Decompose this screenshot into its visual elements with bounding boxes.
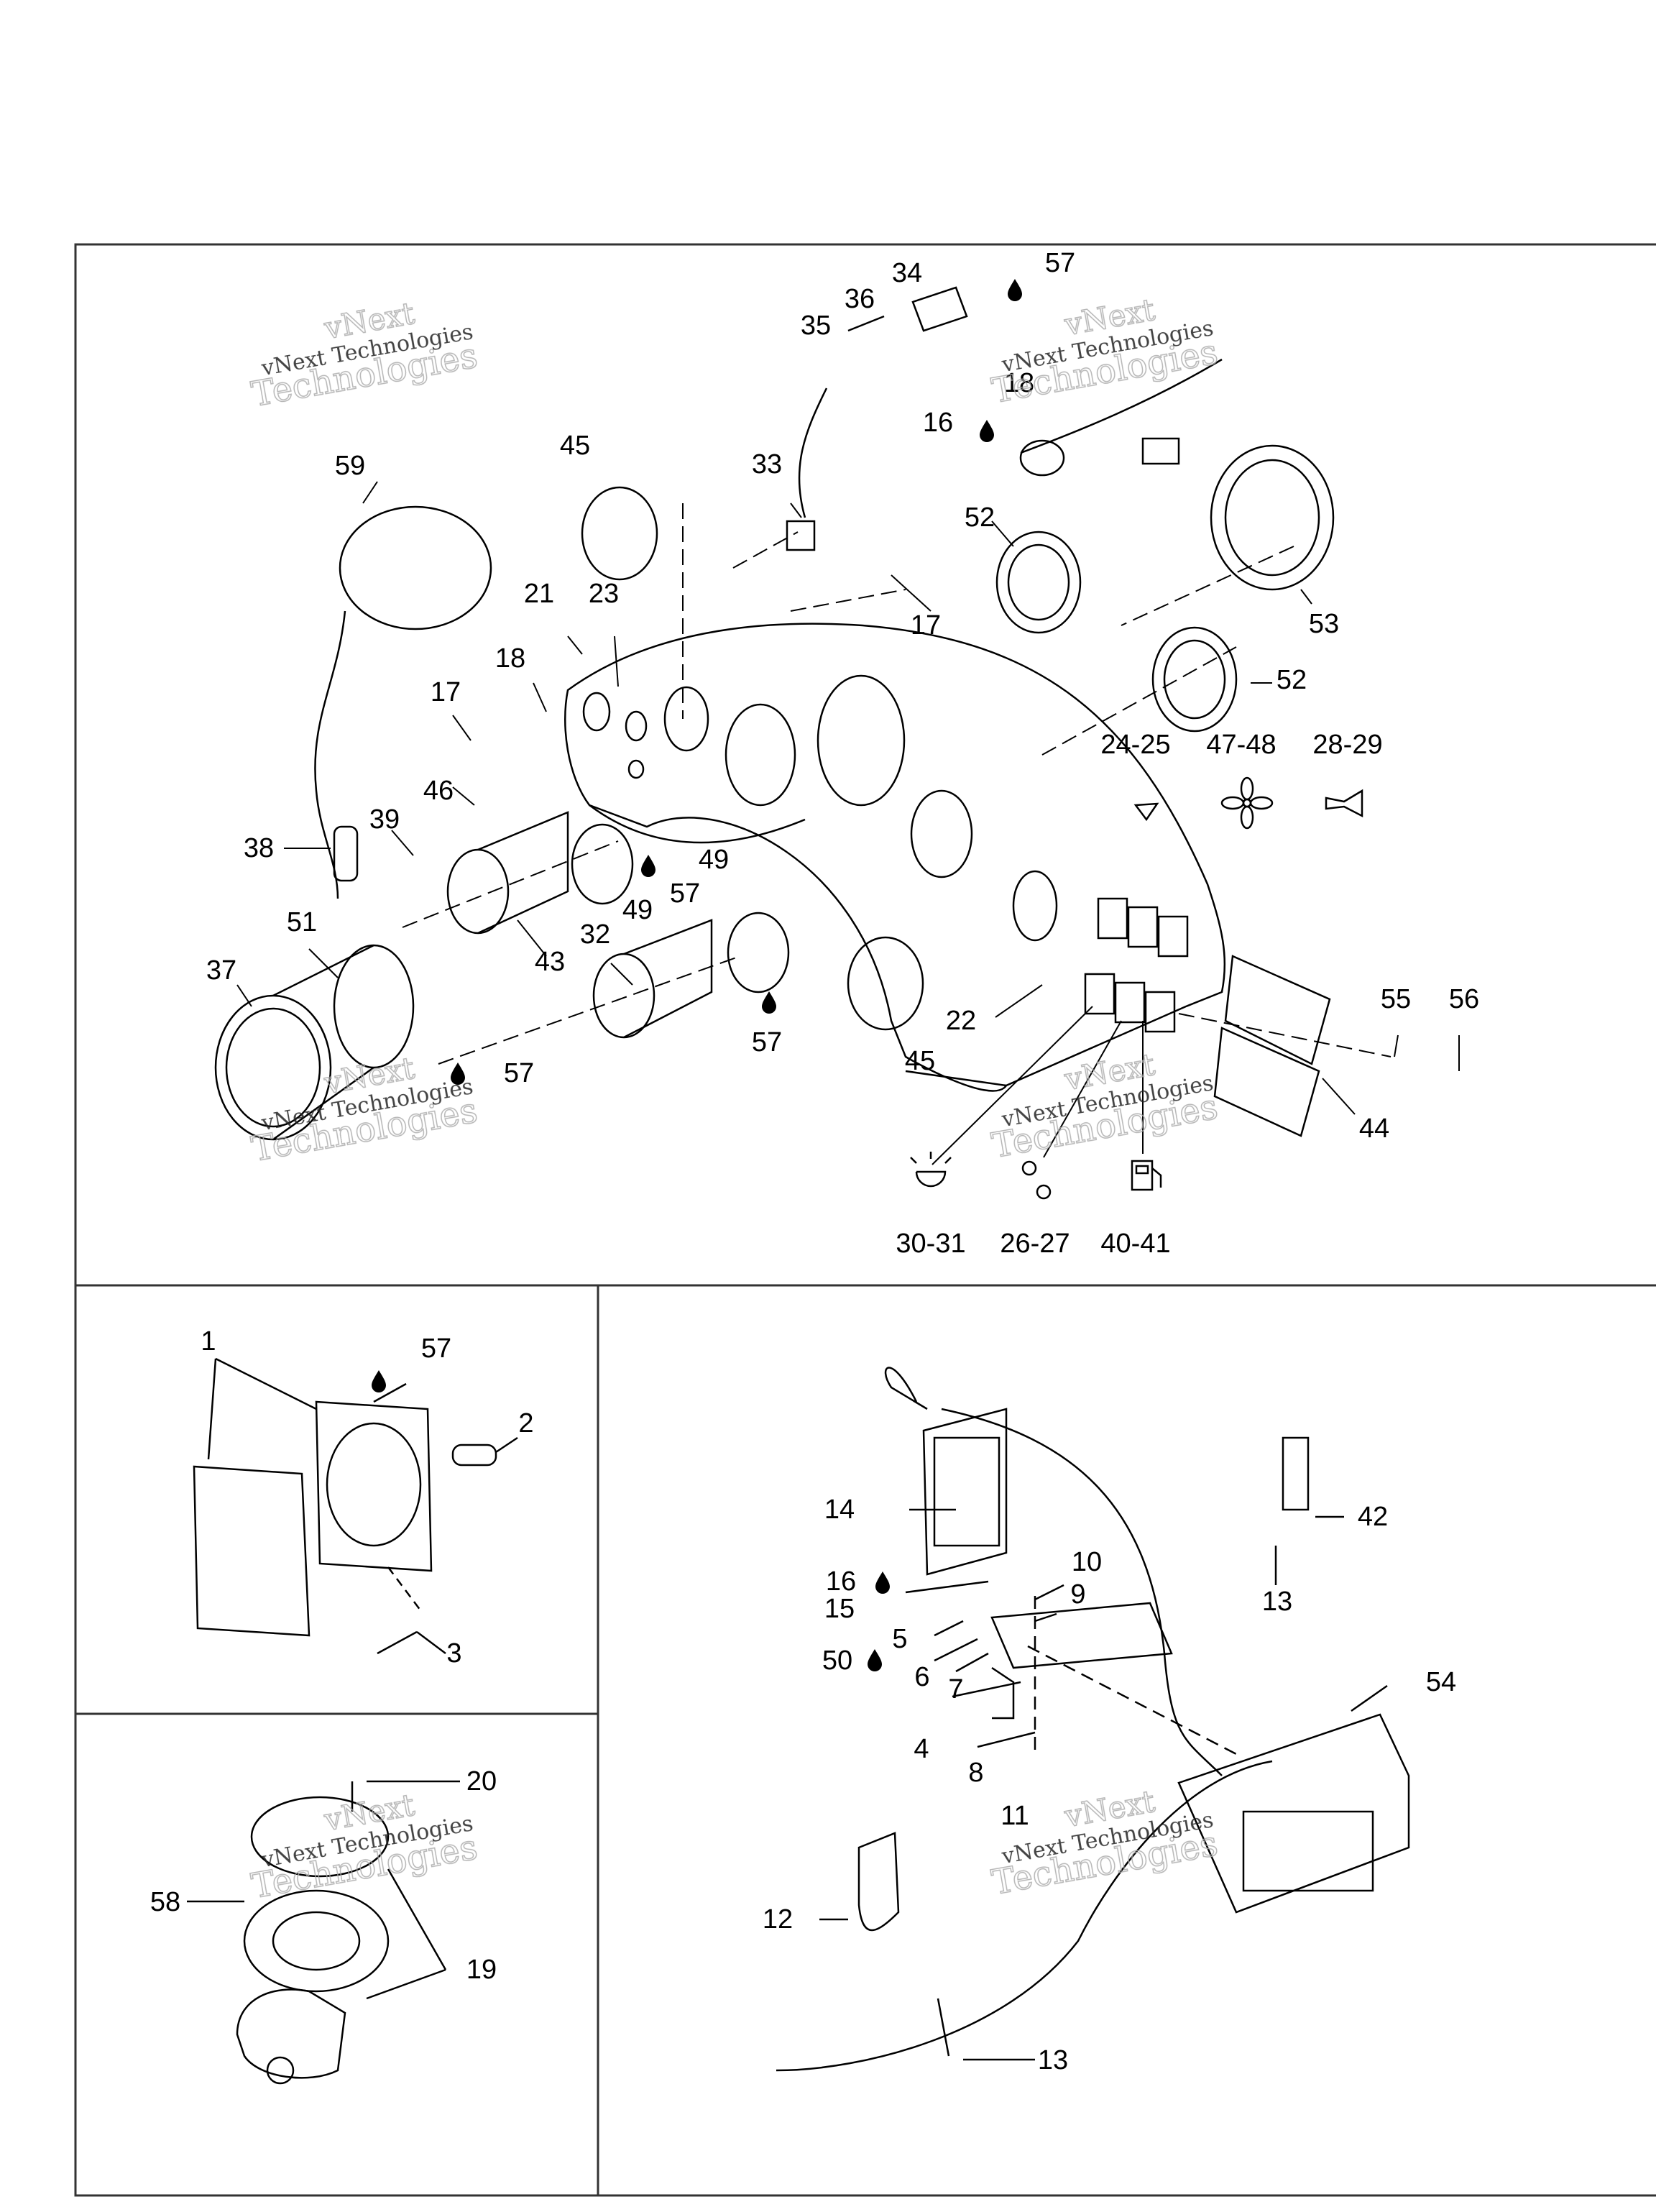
callout-57-bottom: 57 (752, 1027, 782, 1057)
callout-16-radio: 16 (826, 1566, 856, 1597)
callout-58: 58 (150, 1887, 180, 1917)
watermark: vNext vNext Technologies Technologies (988, 291, 1221, 412)
watermark: vNext vNext Technologies Technologies (988, 1783, 1221, 1904)
callout-13-top: 13 (1262, 1587, 1292, 1617)
callout-32: 32 (580, 919, 610, 950)
callout-20: 20 (466, 1766, 497, 1796)
callout-46: 46 (423, 776, 454, 806)
callout-39: 39 (369, 804, 400, 835)
callout-51: 51 (287, 907, 317, 937)
callout-52-top: 52 (965, 502, 995, 533)
radio-assembly (776, 1367, 1410, 2072)
fuel-drop-icon (868, 1649, 882, 1671)
fuel-drop-icon (1008, 279, 1022, 301)
callout-2: 2 (518, 1408, 533, 1438)
callout-28-29: 28-29 (1312, 730, 1382, 760)
callout-50: 50 (822, 1646, 852, 1676)
callout-3: 3 (446, 1638, 461, 1669)
callout-18: 18 (1004, 368, 1034, 398)
callout-9: 9 (1070, 1579, 1085, 1610)
callout-labels: 57 36 34 35 18 16 33 59 45 52 53 21 23 1… (150, 248, 1479, 2075)
fuel-drop-icon (372, 1370, 386, 1392)
callout-45-bottom: 45 (905, 1046, 935, 1076)
callout-17-left: 17 (431, 677, 461, 707)
callout-36: 36 (845, 284, 875, 314)
callout-11: 11 (1000, 1801, 1029, 1831)
callout-56: 56 (1449, 984, 1479, 1014)
callout-19: 19 (466, 1955, 497, 1985)
watermark: vNext vNext Technologies Technologies (988, 1046, 1221, 1167)
watermark: vNext vNext Technologies Technologies (248, 1786, 481, 1907)
callout-45-top: 45 (560, 431, 590, 461)
callout-18-left: 18 (495, 643, 525, 674)
tilt-icon (1133, 802, 1159, 822)
callout-24-25: 24-25 (1100, 730, 1170, 760)
callout-57: 57 (1045, 248, 1075, 278)
callout-38: 38 (244, 833, 274, 863)
callout-8: 8 (968, 1758, 983, 1788)
fuel-drop-icon (641, 855, 656, 877)
callout-57-mid: 57 (670, 878, 700, 909)
callout-44: 44 (1359, 1114, 1389, 1144)
fuel-drop-icon (980, 420, 994, 442)
callout-16: 16 (923, 408, 953, 438)
callout-49-lower: 49 (622, 895, 653, 925)
defrost-icon (1021, 1160, 1052, 1200)
callout-57-meter: 57 (421, 1334, 451, 1364)
callout-35: 35 (801, 311, 831, 341)
callout-6: 6 (914, 1662, 929, 1692)
callout-14: 14 (824, 1495, 855, 1525)
callout-13-bottom: 13 (1038, 2045, 1068, 2075)
callout-42: 42 (1358, 1502, 1388, 1532)
callout-53: 53 (1309, 609, 1339, 639)
horn-assembly (187, 1780, 460, 2085)
callout-12: 12 (763, 1904, 793, 1935)
callout-21: 21 (524, 579, 554, 609)
meter-assembly (193, 1357, 518, 1655)
watermark: vNext vNext Technologies Technologies (248, 1050, 481, 1170)
callout-34: 34 (892, 258, 922, 288)
fuel-drop-icon (762, 991, 776, 1014)
callout-10: 10 (1072, 1547, 1102, 1577)
callout-4: 4 (914, 1734, 929, 1764)
callout-15: 15 (824, 1594, 855, 1624)
callout-30-31: 30-31 (896, 1229, 965, 1259)
callout-52-right: 52 (1276, 665, 1307, 695)
callout-49-upper: 49 (699, 845, 729, 875)
diagram-frames (74, 243, 1656, 2197)
fuel-pump-icon (1131, 1160, 1162, 1191)
callout-26-27: 26-27 (1000, 1229, 1070, 1259)
callout-22: 22 (946, 1006, 976, 1036)
callout-7: 7 (948, 1674, 963, 1704)
callout-55: 55 (1381, 984, 1411, 1014)
callout-5: 5 (892, 1624, 907, 1654)
callout-40-41: 40-41 (1100, 1229, 1170, 1259)
fan-icon (1220, 776, 1274, 830)
watermark: vNext vNext Technologies Technologies (248, 295, 481, 416)
callout-57-speedo: 57 (504, 1058, 534, 1088)
dashboard-assembly (214, 286, 1460, 1165)
callout-59: 59 (335, 451, 365, 481)
callout-1: 1 (201, 1326, 216, 1357)
callout-43: 43 (535, 947, 565, 977)
callout-37: 37 (206, 955, 236, 986)
horn-icon (1325, 789, 1363, 818)
light-icon (910, 1152, 952, 1188)
callout-47-48: 47-48 (1206, 730, 1276, 760)
fuel-drop-icon (875, 1571, 890, 1594)
callout-33: 33 (752, 449, 782, 479)
callout-23: 23 (589, 579, 619, 609)
callout-17-right: 17 (911, 610, 941, 641)
callout-54: 54 (1426, 1667, 1456, 1697)
